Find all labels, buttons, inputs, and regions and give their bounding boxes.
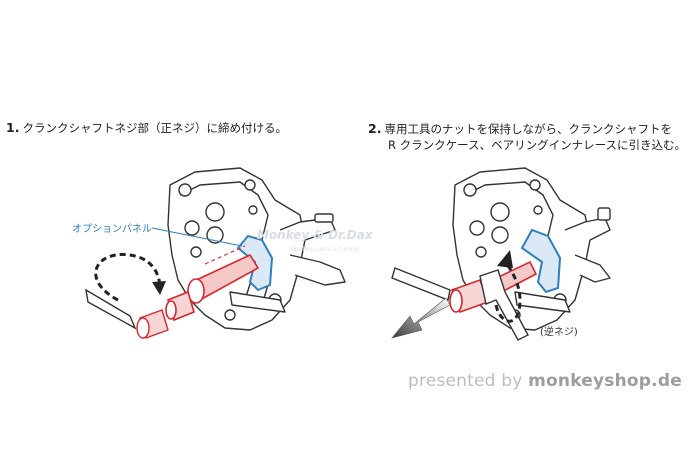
wrench-left (85, 288, 169, 339)
step-2-text-line2: R クランクケース、ベアリングインナレースに引き込む。 (388, 138, 686, 152)
watermark-subtext: Monkey parts & tuning (290, 246, 359, 253)
rotation-arrowhead-right (497, 250, 513, 268)
reverse-thread-label: (逆ネジ) (540, 327, 578, 338)
wrench-right (391, 267, 529, 341)
watermark-logo: Monkey & Dr.Dax (257, 228, 373, 242)
rotation-arrowhead-left (152, 281, 166, 295)
footer-prefix: presented by (408, 371, 529, 391)
rotation-arrow-right (494, 261, 522, 323)
step-1-text: クランクシャフトネジ部（正ネジ）に締め付ける。 (22, 121, 287, 135)
footer-credit: presented by monkeyshop.de (408, 371, 682, 391)
step-2-instruction: 2.専用工具のナットを保持しながら、クランクシャフトを R クランクケース、ベア… (368, 121, 686, 153)
step-1-number: 1. (6, 120, 20, 135)
tool-nut-left (165, 290, 195, 322)
step-2-text-line1: 専用工具のナットを保持しながら、クランクシャフトを (384, 122, 672, 136)
option-panel-pointer (151, 227, 243, 247)
pull-direction-arrow (391, 297, 451, 339)
option-panel-label: オプションパネル (72, 224, 152, 235)
tool-nut-right (449, 278, 490, 314)
rotation-arrow-left (94, 252, 162, 302)
step-1-instruction: 1.クランクシャフトネジ部（正ネジ）に締め付ける。 (6, 120, 287, 136)
footer-brand: monkeyshop.de (528, 371, 682, 391)
step-2-number: 2. (368, 121, 382, 136)
option-panel-right (520, 228, 562, 294)
tool-body-left (187, 245, 260, 304)
